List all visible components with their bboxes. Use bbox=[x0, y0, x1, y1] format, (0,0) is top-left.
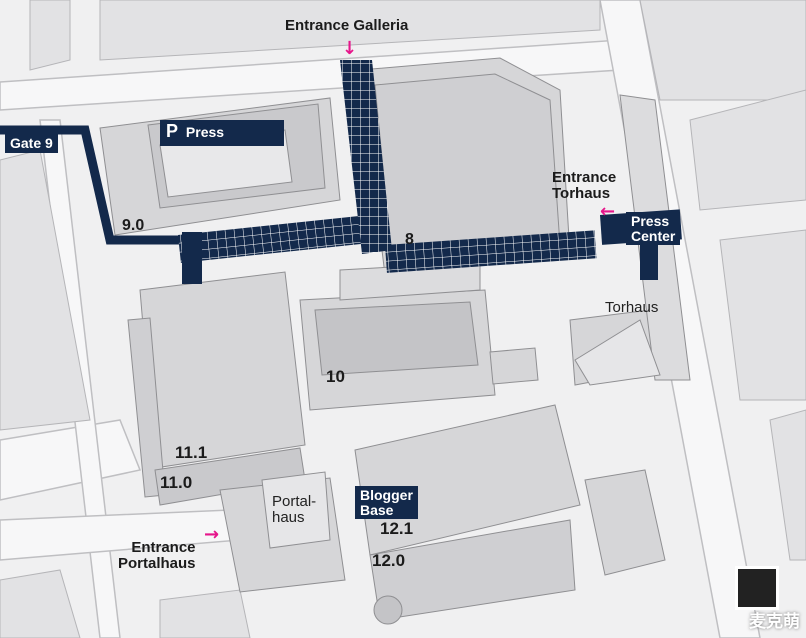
hall-12-0-label: 12.0 bbox=[372, 551, 406, 570]
press-parking-sign: P Press bbox=[160, 120, 284, 146]
hall-9-building bbox=[99, 97, 341, 236]
hall-10-label: 10 bbox=[326, 367, 345, 386]
entrance-torhaus-label: Entrance Torhaus bbox=[552, 169, 617, 202]
hall-9-0-label: 9.0 bbox=[122, 217, 145, 234]
arrow-down-icon: ↓ bbox=[342, 38, 358, 59]
hall-8-label: 8 bbox=[405, 231, 414, 248]
hall-11-building bbox=[127, 271, 306, 506]
arrow-right-icon: → bbox=[204, 524, 220, 545]
press-label: Press bbox=[185, 124, 225, 140]
hall-8-building bbox=[359, 57, 571, 276]
portalhaus-label: Portal- haus bbox=[272, 493, 317, 526]
entrance-portalhaus-label: Entrance Portalhaus bbox=[118, 539, 196, 572]
press-center-label: Press Center bbox=[626, 212, 681, 246]
portalhaus-building bbox=[219, 471, 346, 593]
torhaus-label: Torhaus bbox=[605, 299, 659, 316]
arrow-left-icon: ← bbox=[600, 201, 616, 222]
hall-11-0-label: 11.0 bbox=[160, 473, 193, 492]
blogger-base-label: Blogger Base bbox=[355, 486, 418, 520]
parking-icon: P bbox=[166, 121, 179, 141]
hall-11-1-label: 11.1 bbox=[175, 443, 208, 462]
watermark-label: 麦克萌 bbox=[749, 612, 800, 632]
qr-code-icon bbox=[735, 566, 779, 610]
hall-10-building bbox=[299, 261, 496, 411]
hall-12-1-label: 12.1 bbox=[380, 519, 414, 538]
walkways bbox=[0, 60, 682, 284]
entrance-galleria-label: Entrance Galleria bbox=[285, 17, 409, 34]
gate-9-label: Gate 9 bbox=[5, 134, 58, 153]
